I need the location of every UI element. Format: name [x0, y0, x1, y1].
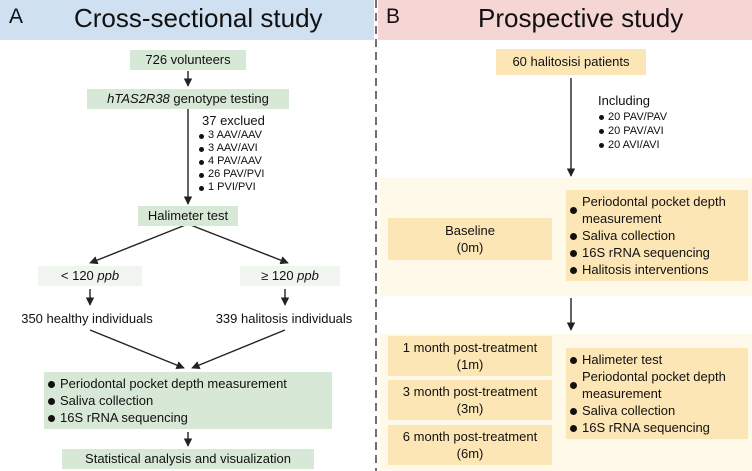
followup-box-1m: 1 month post-treatment (1m): [388, 336, 552, 376]
analysis-text: Statistical analysis and visualization: [85, 451, 291, 466]
genotype-text: genotype testing: [169, 91, 269, 106]
volunteers-box: 726 volunteers: [130, 50, 246, 70]
halimeter-box: Halimeter test: [138, 206, 238, 226]
genotype-gene: hTAS2R38: [107, 91, 170, 106]
patients-text: 60 halitosisi patients: [512, 54, 630, 69]
baseline-step: Periodontal pocket depth measurement: [568, 193, 732, 227]
excluded-title: 37 exclued: [202, 113, 265, 128]
followup-step: Periodontal pocket depth measurement: [568, 368, 732, 402]
followup-box-6m: 6 month post-treatment (6m): [388, 425, 552, 465]
arrow-healthy-measures: [89, 329, 185, 370]
healthy-text: 350 healthy individuals: [21, 311, 153, 326]
including-item: 20 PAV/PAV: [598, 110, 667, 124]
baseline-box: Baseline (0m): [388, 218, 552, 260]
including-item: 20 AVI/AVI: [598, 138, 667, 152]
measure-item: Periodontal pocket depth measurement: [46, 375, 332, 392]
followup-label: 3 month post-treatment: [402, 384, 538, 399]
low-threshold-unit: ppb: [97, 268, 120, 283]
followup-label: 1 month post-treatment: [402, 340, 538, 355]
including-block: Including 20 PAV/PAV 20 PAV/AVI 20 AVI/A…: [598, 93, 667, 152]
patients-box: 60 halitosisi patients: [496, 49, 646, 75]
followup-time: (1m): [456, 357, 484, 372]
high-threshold-text: ≥ 120: [261, 268, 298, 283]
including-title: Including: [598, 93, 651, 108]
measure-item: Saliva collection: [46, 392, 332, 409]
arrow-halimeter-high: [187, 223, 289, 265]
excluded-item: 3 AAV/AAV: [198, 129, 265, 142]
followup-step: 16S rRNA sequencing: [568, 419, 748, 436]
excluded-block: 37 exclued 3 AAV/AAV 3 AAV/AVI 4 PAV/AAV…: [198, 113, 265, 194]
followup-step: Halimeter test: [568, 351, 748, 368]
panel-a-letter: A: [9, 5, 24, 28]
baseline-time: (0m): [456, 240, 484, 255]
halitosis-box: 339 halitosis individuals: [198, 309, 370, 329]
panel-b-letter: B: [386, 5, 401, 28]
analysis-box: Statistical analysis and visualization: [62, 449, 314, 469]
high-threshold-box: ≥ 120 ppb: [240, 266, 340, 286]
arrow-halitosis-measures: [191, 329, 286, 370]
including-item: 20 PAV/AVI: [598, 124, 667, 138]
excluded-item: 3 AAV/AVI: [198, 142, 265, 155]
excluded-item: 1 PVI/PVI: [198, 181, 265, 194]
panel-b-title: Prospective study: [478, 3, 684, 33]
measures-box: Periodontal pocket depth measurement Sal…: [44, 372, 332, 429]
baseline-steps-list: Periodontal pocket depth measurement Sal…: [568, 193, 748, 278]
baseline-step: Saliva collection: [568, 227, 748, 244]
volunteers-text: 726 volunteers: [145, 52, 231, 67]
followup-step: Saliva collection: [568, 402, 748, 419]
followup-steps-list: Halimeter test Periodontal pocket depth …: [568, 351, 748, 436]
panel-a-title: Cross-sectional study: [74, 3, 323, 33]
halitosis-text: 339 halitosis individuals: [215, 311, 353, 326]
excluded-list: 3 AAV/AAV 3 AAV/AVI 4 PAV/AAV 26 PAV/PVI…: [198, 129, 265, 194]
baseline-label: Baseline: [445, 223, 495, 238]
low-threshold-box: < 120 ppb: [38, 266, 142, 286]
high-threshold-unit: ppb: [297, 268, 319, 283]
followup-time: (3m): [456, 401, 484, 416]
excluded-item: 4 PAV/AAV: [198, 155, 265, 168]
panel-b-header: B Prospective study: [378, 0, 752, 40]
followup-label: 6 month post-treatment: [402, 429, 538, 444]
baseline-steps-box: Periodontal pocket depth measurement Sal…: [566, 190, 748, 281]
panel-a-header: A Cross-sectional study: [0, 0, 374, 40]
halimeter-text: Halimeter test: [147, 208, 229, 223]
genotype-box: hTAS2R38 genotype testing: [87, 89, 289, 109]
healthy-box: 350 healthy individuals: [4, 309, 170, 329]
low-threshold-text: < 120: [60, 268, 98, 283]
measures-list: Periodontal pocket depth measurement Sal…: [46, 375, 332, 426]
baseline-step: Halitosis interventions: [568, 261, 748, 278]
baseline-step: 16S rRNA sequencing: [568, 244, 748, 261]
followup-box-3m: 3 month post-treatment (3m): [388, 380, 552, 420]
including-list: 20 PAV/PAV 20 PAV/AVI 20 AVI/AVI: [598, 110, 667, 152]
measure-item: 16S rRNA sequencing: [46, 409, 332, 426]
arrow-halimeter-low: [89, 223, 189, 265]
followup-steps-box: Halimeter test Periodontal pocket depth …: [566, 348, 748, 439]
excluded-item: 26 PAV/PVI: [198, 168, 265, 181]
followup-time: (6m): [456, 446, 484, 461]
